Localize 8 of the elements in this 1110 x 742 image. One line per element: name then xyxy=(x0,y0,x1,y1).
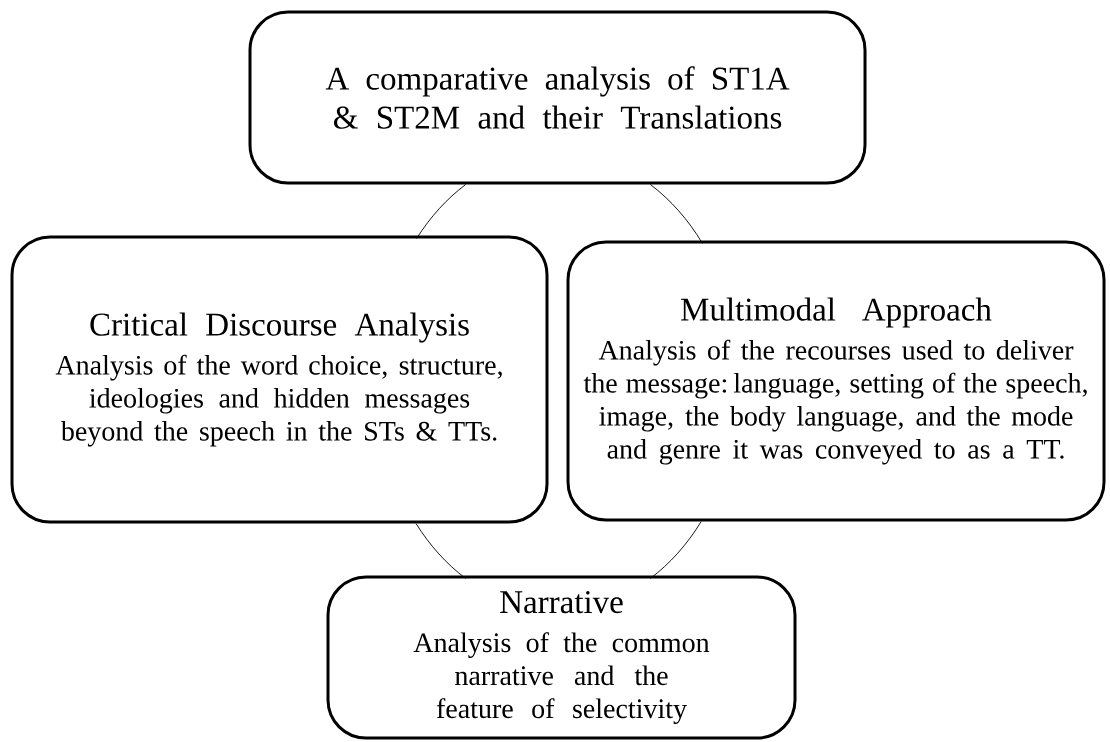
connector-arc xyxy=(415,523,467,579)
rounded-box: Critical Discourse Analysis Analysis of the word choice, structure, ideologies and hidden messages beyond the speech in the STs & TTs. xyxy=(10,235,549,524)
rounded-box: Multimodal Approach Analysis of the recourses used to deliver the message: language, setting of the speech, image, the body language, and the mode and genre it was conveyed to as a TT. xyxy=(566,240,1106,522)
connector-arc xyxy=(649,521,702,579)
rounded-box: Narrative Analysis of the common narrative and the feature of selectivity xyxy=(326,575,797,740)
connector-arc xyxy=(649,184,703,244)
connector-arc xyxy=(416,184,467,239)
rounded-box: A comparative analysis of ST1A & ST2M and their Translations xyxy=(248,10,867,185)
